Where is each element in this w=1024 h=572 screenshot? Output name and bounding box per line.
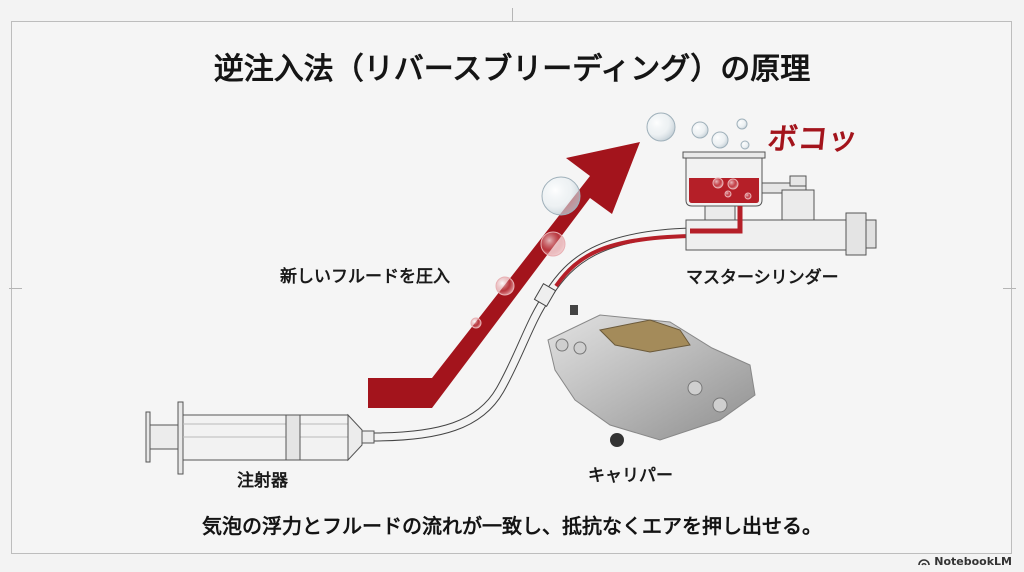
air-bubbles-icon	[470, 112, 750, 329]
caption: 気泡の浮力とフルードの流れが一致し、抵抗なくエアを押し出せる。	[202, 514, 822, 538]
master-cylinder-label: マスターシリンダー	[686, 268, 839, 288]
brake-hose-icon	[371, 227, 691, 442]
page-title: 逆注入法（リバースブリーディング）の原理	[213, 52, 811, 87]
frame-tick-left	[9, 288, 22, 289]
brand-label: NotebookLM	[934, 555, 1012, 568]
inject-label: 新しいフルードを圧入	[280, 267, 450, 287]
caliper-icon	[547, 305, 756, 447]
syringe-label: 注射器	[237, 471, 288, 491]
syringe-icon	[145, 401, 375, 475]
sound-effect-text: ボコッ	[765, 122, 860, 157]
brand-watermark: NotebookLM	[918, 555, 1012, 568]
frame-tick-top	[512, 8, 513, 21]
master-cylinder-icon	[682, 151, 877, 256]
notebooklm-logo-icon	[918, 559, 931, 566]
caliper-label: キャリパー	[588, 466, 673, 486]
frame-tick-right	[1003, 288, 1016, 289]
